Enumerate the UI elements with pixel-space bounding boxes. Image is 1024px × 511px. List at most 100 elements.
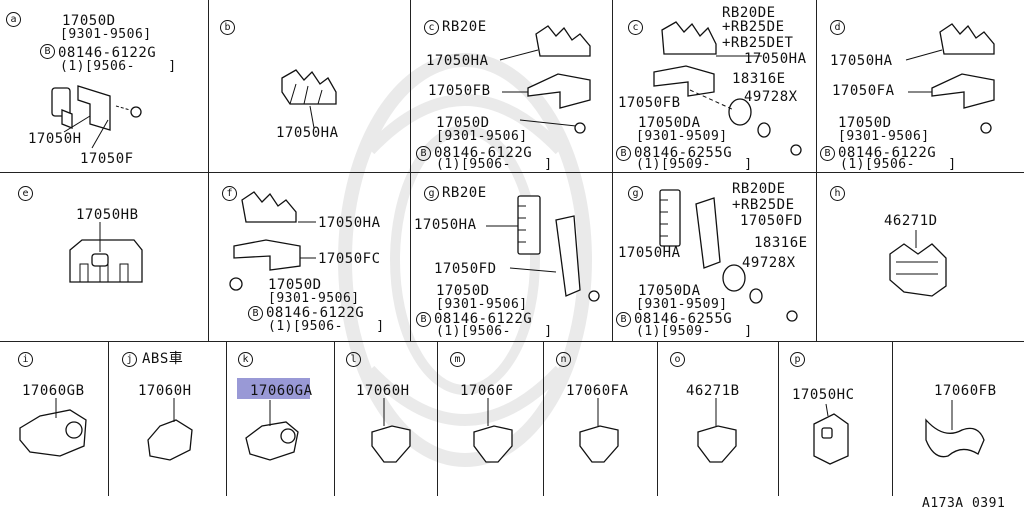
date-range: [9301-9506] bbox=[60, 27, 152, 42]
part-number[interactable]: 17050FB bbox=[618, 95, 681, 111]
callout-o: o bbox=[670, 352, 685, 367]
part-number[interactable]: 18316E bbox=[732, 71, 786, 87]
clip-d-illustration bbox=[905, 23, 995, 134]
quantity-note: (1)[9509- ] bbox=[636, 157, 753, 172]
callout-m: m bbox=[450, 352, 465, 367]
part-number[interactable]: 08146-6122G bbox=[266, 305, 365, 321]
clip-f-illustration bbox=[229, 191, 316, 291]
grid-v-r1-1 bbox=[208, 0, 209, 341]
callout-e: e bbox=[18, 186, 33, 201]
part-number[interactable]: 17050FC bbox=[318, 251, 381, 267]
callout-b: b bbox=[220, 20, 235, 35]
clip-e-illustration bbox=[69, 222, 143, 283]
part-number[interactable]: 17050HA bbox=[414, 217, 477, 233]
engine-label: RB20DE bbox=[722, 5, 776, 21]
part-number[interactable]: 17050FD bbox=[434, 261, 497, 277]
part-number[interactable]: 17050D bbox=[436, 115, 490, 131]
callout-a: a bbox=[6, 12, 21, 27]
callout-k: k bbox=[238, 352, 253, 367]
clip-j-illustration bbox=[147, 398, 193, 461]
grid-v-r1-4 bbox=[816, 0, 817, 341]
part-number[interactable]: 17060F bbox=[460, 383, 514, 399]
part-number[interactable]: 17050FA bbox=[832, 83, 895, 99]
part-number[interactable]: 08146-6122G bbox=[58, 45, 157, 61]
grid-v-r3-2 bbox=[226, 341, 227, 496]
callout-c: c bbox=[628, 20, 643, 35]
clip-c1-illustration bbox=[499, 25, 591, 134]
part-number[interactable]: 17060FB bbox=[934, 383, 997, 399]
part-number[interactable]: 17050D bbox=[838, 115, 892, 131]
bolt-marker: B bbox=[616, 312, 631, 327]
grid-v-r3-6 bbox=[657, 341, 658, 496]
bolt-marker: B bbox=[248, 306, 263, 321]
part-number[interactable]: 18316E bbox=[754, 235, 808, 251]
part-number[interactable]: 17050HB bbox=[76, 207, 139, 223]
abs-note: ABS車 bbox=[142, 351, 184, 367]
clip-l-illustration bbox=[371, 398, 411, 463]
part-number[interactable]: 49728X bbox=[742, 255, 796, 271]
quantity-note: (1)[9506- ] bbox=[840, 157, 957, 172]
clip-g2-illustration bbox=[659, 189, 798, 322]
part-number[interactable]: 08146-6122G bbox=[434, 145, 533, 161]
callout-l: l bbox=[346, 352, 361, 367]
part-number[interactable]: 17050HC bbox=[792, 387, 855, 403]
part-number[interactable]: 46271D bbox=[884, 213, 938, 229]
part-number[interactable]: 17050DA bbox=[638, 283, 701, 299]
clip-k-illustration bbox=[245, 400, 299, 461]
part-number[interactable]: 17060GB bbox=[22, 383, 85, 399]
part-number[interactable]: 17050F bbox=[80, 151, 134, 167]
part-number-selected[interactable]: 17060GA bbox=[250, 383, 313, 399]
date-range: [9301-9509] bbox=[636, 297, 728, 312]
part-number[interactable]: 46271B bbox=[686, 383, 740, 399]
quantity-note: (1)[9506- ] bbox=[436, 324, 553, 339]
clip-o-illustration bbox=[697, 398, 737, 463]
part-number[interactable]: 17050FB bbox=[428, 83, 491, 99]
part-number[interactable]: 08146-6122G bbox=[434, 311, 533, 327]
callout-i: i bbox=[18, 352, 33, 367]
grid-h-2 bbox=[0, 341, 1024, 342]
callout-g: g bbox=[628, 186, 643, 201]
part-number[interactable]: 17050DA bbox=[638, 115, 701, 131]
grid-v-r1-3 bbox=[612, 0, 613, 341]
quantity-note: (1)[9506- ] bbox=[60, 59, 177, 74]
part-number[interactable]: 17050HA bbox=[426, 53, 489, 69]
part-number[interactable]: 17050FD bbox=[740, 213, 803, 229]
callout-j: j bbox=[122, 352, 137, 367]
part-number[interactable]: 17050D bbox=[436, 283, 490, 299]
engine-label: +RB25DE bbox=[722, 19, 785, 35]
date-range: [9301-9506] bbox=[436, 129, 528, 144]
part-number[interactable]: 17060H bbox=[356, 383, 410, 399]
callout-f: f bbox=[222, 186, 237, 201]
part-number[interactable]: 17050D bbox=[62, 13, 116, 29]
part-number[interactable]: 17050HA bbox=[744, 51, 807, 67]
callout-p: p bbox=[790, 352, 805, 367]
part-number[interactable]: 17050HA bbox=[276, 125, 339, 141]
part-number[interactable]: 17050HA bbox=[830, 53, 893, 69]
engine-label: RB20E bbox=[442, 185, 487, 201]
grid-v-r1-2 bbox=[410, 0, 411, 341]
clip-a-illustration bbox=[51, 85, 142, 149]
part-number[interactable]: 17060H bbox=[138, 383, 192, 399]
part-number[interactable]: 17050D bbox=[268, 277, 322, 293]
part-number[interactable]: 17050HA bbox=[318, 215, 381, 231]
part-number[interactable]: 49728X bbox=[744, 89, 798, 105]
grid-v-r3-8 bbox=[892, 341, 893, 496]
part-number[interactable]: 08146-6255G bbox=[634, 311, 733, 327]
part-number[interactable]: 17050HA bbox=[618, 245, 681, 261]
date-range: [9301-9506] bbox=[436, 297, 528, 312]
callout-d: d bbox=[830, 20, 845, 35]
engine-label: +RB25DET bbox=[722, 35, 794, 51]
clip-n-illustration bbox=[579, 398, 619, 463]
callout-g: g bbox=[424, 186, 439, 201]
part-number[interactable]: 17060FA bbox=[566, 383, 629, 399]
part-number[interactable]: 08146-6255G bbox=[634, 145, 733, 161]
date-range: [9301-9509] bbox=[636, 129, 728, 144]
callout-c: c bbox=[424, 20, 439, 35]
grid-h-1 bbox=[0, 172, 1024, 173]
part-number[interactable]: 17050H bbox=[28, 131, 82, 147]
part-number[interactable]: 08146-6122G bbox=[838, 145, 937, 161]
bolt-marker: B bbox=[616, 146, 631, 161]
diagram-id: A173A 0391 bbox=[922, 496, 1006, 511]
clip-g1-illustration bbox=[486, 195, 600, 302]
grid-v-r3-1 bbox=[108, 341, 109, 496]
